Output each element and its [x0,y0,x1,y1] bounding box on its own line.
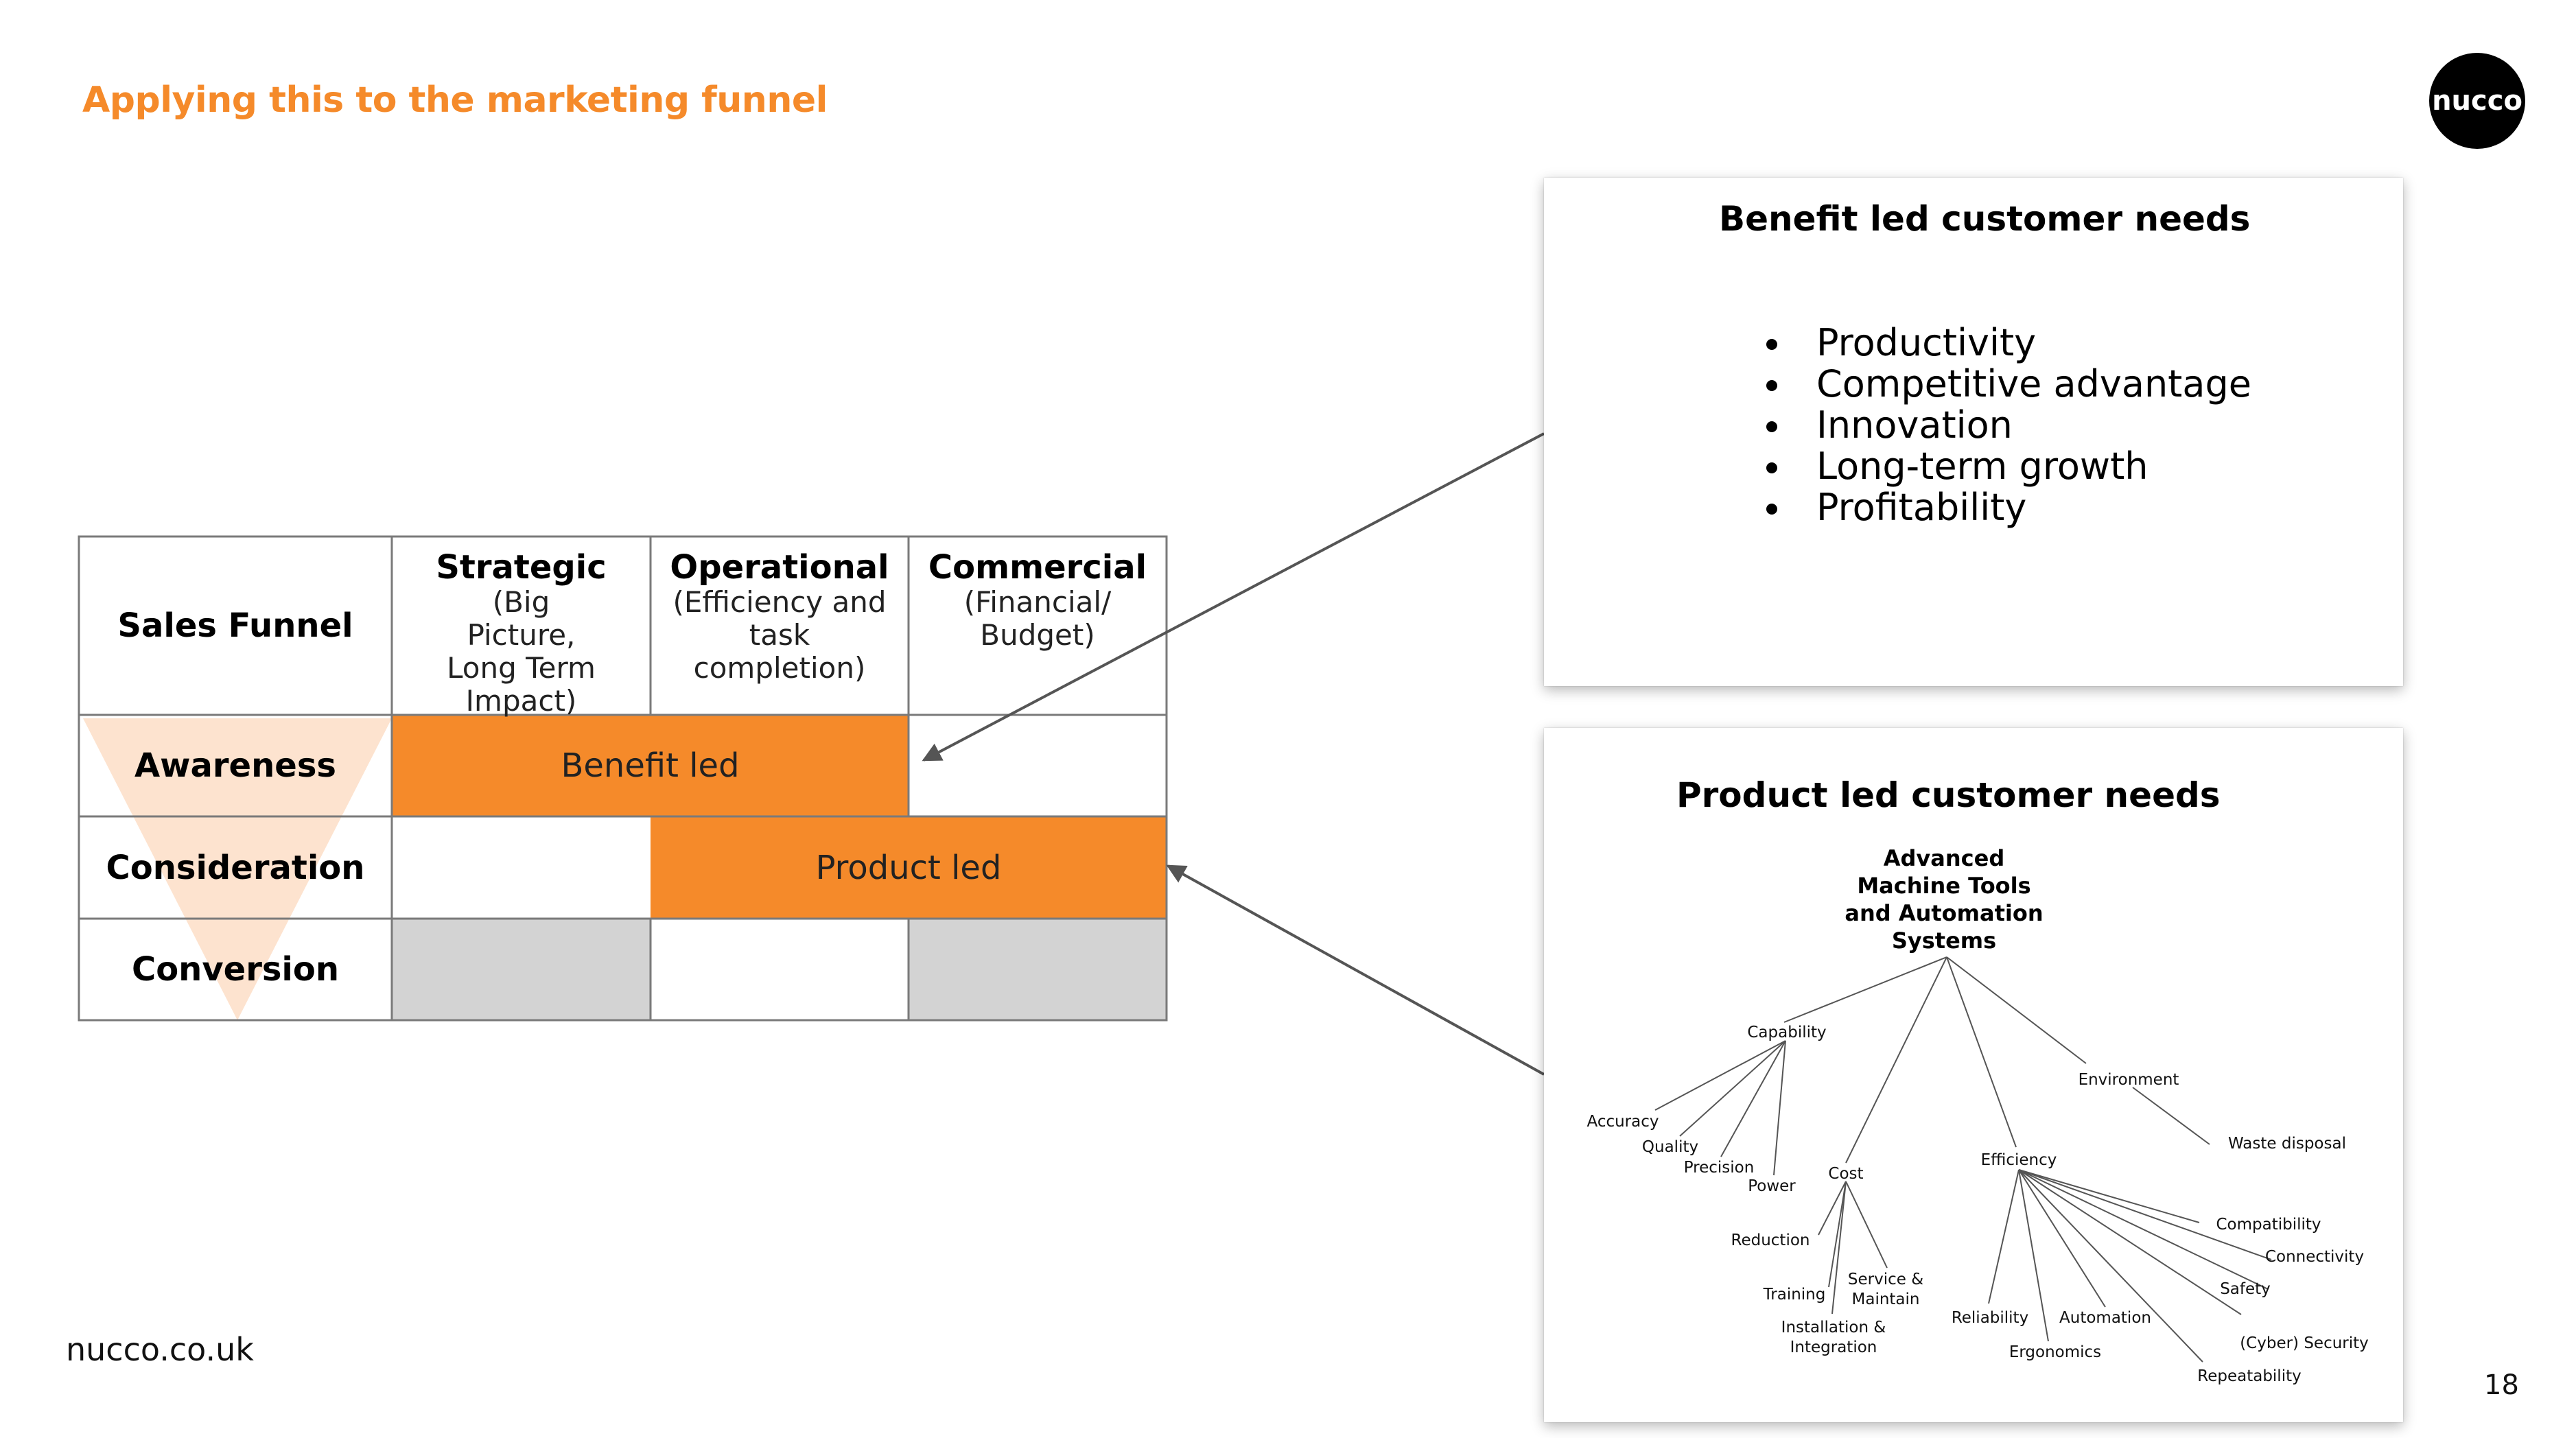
column-subtitle: (Big Picture, Long Term Impact) [447,585,596,718]
row-label-consideration: Consideration [79,816,392,919]
tree-node-efficiency: Efficiency [1981,1151,2057,1169]
tree-node-reduction: Reduction [1731,1231,1810,1249]
tree-node-power: Power [1748,1177,1796,1195]
tree-node-training: Training [1763,1286,1826,1304]
sales-funnel-label: Sales Funnel [117,606,353,645]
funnel-triangle [83,718,392,1020]
tree-node-automation: Automation [2059,1309,2151,1327]
tree-node-installation: Integration [1790,1339,1877,1356]
tree-node-precision: Precision [1684,1159,1755,1177]
benefit-led-band: Benefit led [392,715,909,816]
tree-node-reliability: Reliability [1952,1309,2028,1327]
footer-site: nucco.co.uk [66,1331,254,1368]
grey-cell-strategic [392,919,651,1020]
grey-cell-commercial [909,919,1167,1020]
benefit-needs-card [1544,178,2403,686]
tree-node-installation: Installation & [1781,1319,1886,1336]
tree-node-waste-disposal: Waste disposal [2228,1135,2346,1153]
product-card-title: Product led customer needs [1676,775,2221,815]
tree-node-service: Maintain [1852,1290,1920,1308]
benefit-led-label: Benefit led [561,746,740,785]
row-label-conversion: Conversion [79,919,392,1020]
column-header-strategic: Strategic (Big Picture, Long Term Impact… [392,548,651,718]
arrow-benefit [922,432,1545,762]
row-label-awareness: Awareness [79,715,392,816]
table-corner-cell: Sales Funnel [79,537,392,715]
list-item: Long-term growth [1757,446,2251,487]
row-label-text: Conversion [131,950,340,989]
tree-node-cost: Cost [1828,1165,1863,1183]
tree-root-line: Machine Tools [1857,873,2030,899]
benefit-needs-list: Productivity Competitive advantage Innov… [1757,322,2251,528]
tree-node-repeatability: Repeatability [2197,1367,2301,1385]
tree-node-ergonomics: Ergonomics [2009,1343,2101,1361]
tree-node-safety: Safety [2220,1280,2271,1298]
list-item: Profitability [1757,487,2251,528]
row-label-text: Awareness [134,746,336,785]
column-subtitle: (Financial/ Budget) [963,585,1112,652]
benefit-card-title: Benefit led customer needs [1719,199,2251,239]
tree-node-connectivity: Connectivity [2265,1248,2364,1266]
product-led-band: Product led [651,816,1167,919]
page-title: Applying this to the marketing funnel [82,80,828,121]
column-header-operational: Operational (Efficiency and task complet… [651,549,909,700]
nucco-logo: nucco [2429,53,2525,149]
row-label-text: Consideration [106,848,365,887]
tree-node-cyber-security: (Cyber) Security [2240,1334,2369,1352]
column-title: Commercial [928,548,1147,587]
tree-node-quality: Quality [1642,1138,1698,1156]
list-item: Innovation [1757,405,2251,446]
tree-node-accuracy: Accuracy [1586,1113,1659,1131]
column-title: Strategic [436,548,607,587]
tree-node-capability: Capability [1747,1024,1826,1041]
benefit-band-bg [392,715,909,816]
product-band-bg [651,816,1167,919]
list-item: Productivity [1757,322,2251,364]
tree-root-line: Systems [1892,928,1996,954]
page-number: 18 [2484,1369,2519,1401]
column-title: Operational [670,548,889,587]
tree-node-compatibility: Compatibility [2216,1216,2321,1234]
arrow-product [1166,864,1545,1076]
tree-root-line: Advanced [1884,845,2004,871]
tree-root-line: and Automation [1845,900,2043,926]
column-subtitle: (Efficiency and task completion) [672,585,887,685]
product-needs-card [1544,728,2403,1422]
tree-node-environment: Environment [2079,1071,2179,1089]
list-item: Competitive advantage [1757,364,2251,405]
tree-node-service: Service & [1848,1271,1923,1288]
column-header-commercial: Commercial (Financial/ Budget) [909,549,1167,700]
product-led-label: Product led [815,848,1002,887]
